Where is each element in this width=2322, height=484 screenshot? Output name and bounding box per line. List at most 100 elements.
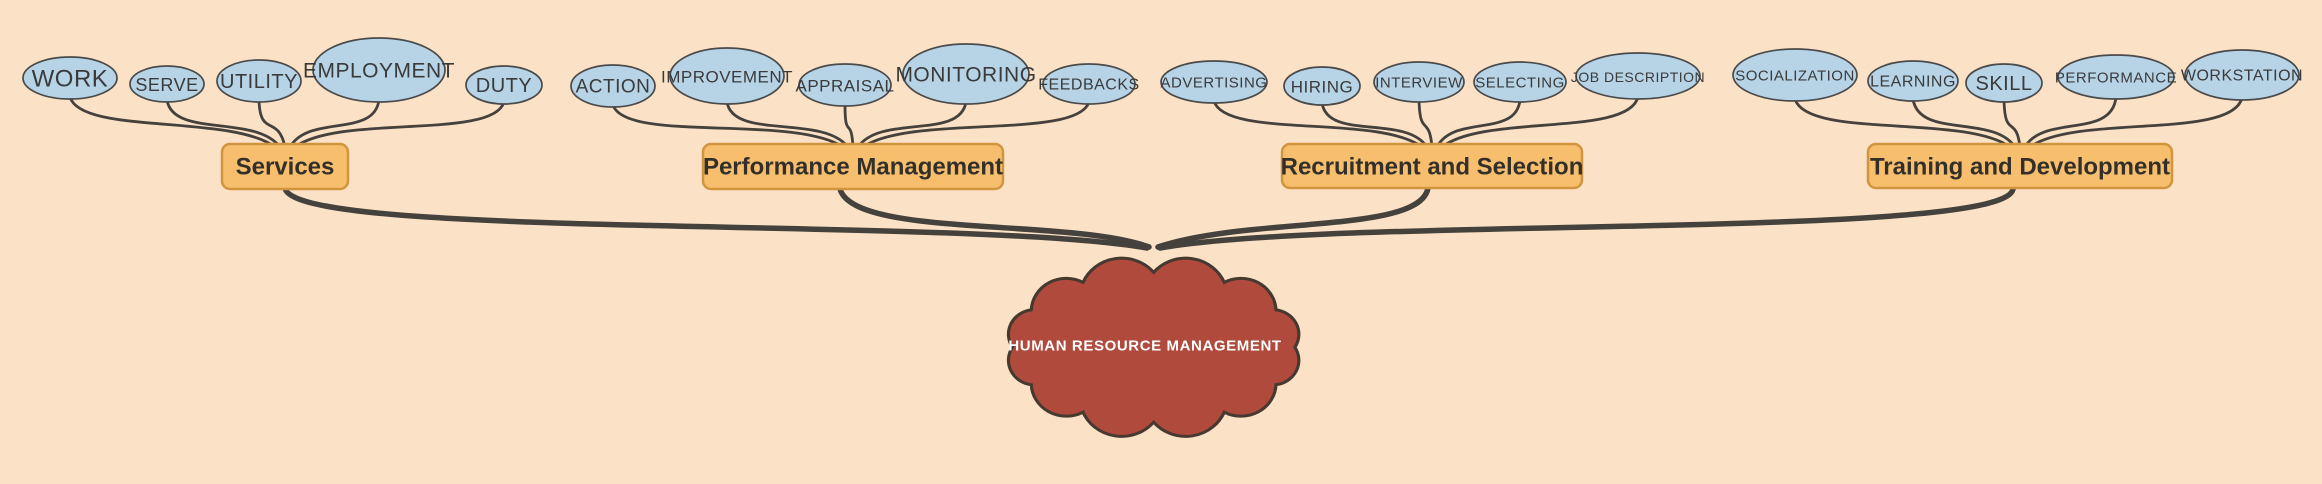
leaf-node-skill[interactable]: SKILL [1965, 63, 2043, 103]
leaf-connector-action [611, 103, 845, 149]
leaf-ellipse [129, 65, 205, 103]
leaf-label: ADVERTISING [1161, 75, 1268, 92]
leaf-connector-job-description [1440, 95, 1640, 149]
leaf-ellipse [1575, 52, 1701, 100]
leaf-node-employment[interactable]: EMPLOYMENT [303, 37, 455, 103]
leaf-connector-improvement [725, 100, 850, 149]
leaf-connector-interview [1417, 98, 1434, 149]
leaf-connector-selecting [1435, 98, 1522, 149]
branch-node-services[interactable]: Services [220, 142, 350, 191]
leaf-label: DUTY [476, 75, 532, 97]
leaf-node-utility[interactable]: UTILITY [216, 59, 302, 103]
leaf-ellipse [1160, 60, 1268, 104]
leaf-ellipse [1867, 60, 1959, 102]
leaf-label: IMPROVEMENT [661, 68, 793, 87]
leaf-ellipse [1965, 63, 2043, 103]
branch-label: Performance Management [703, 154, 1003, 181]
leaf-connector-hiring [1320, 101, 1429, 149]
branch-box [1866, 142, 2174, 190]
leaf-label: ACTION [576, 77, 651, 98]
leaf-label: UTILITY [220, 71, 298, 93]
leaf-node-socialization[interactable]: SOCIALIZATION [1732, 48, 1858, 102]
leaf-label: SKILL [1976, 73, 2033, 95]
leaf-ellipse [1473, 61, 1567, 103]
leaf-ellipse [1732, 48, 1858, 102]
leaf-connector-utility [257, 98, 287, 149]
branch-node-recruitment-and-selection[interactable]: Recruitment and Selection [1280, 142, 1584, 190]
leaf-label: SERVE [135, 75, 198, 95]
branch-label: Services [236, 154, 335, 181]
leaf-node-feedbacks[interactable]: FEEDBACKS [1038, 63, 1139, 105]
branch-node-performance-management[interactable]: Performance Management [701, 142, 1005, 191]
leaf-ellipse [216, 59, 302, 103]
leaf-label: EMPLOYMENT [303, 60, 455, 83]
leaf-node-selecting[interactable]: SELECTING [1473, 61, 1567, 103]
leaf-node-work[interactable]: WORK [22, 56, 118, 100]
leaf-node-hiring[interactable]: HIRING [1283, 66, 1361, 106]
leaf-connector-feedbacks [861, 100, 1091, 149]
leaf-label: JOB DESCRIPTION [1571, 69, 1705, 85]
leaf-ellipse [2184, 49, 2300, 101]
leaf-connector-duty [293, 100, 506, 149]
leaf-ellipse [798, 63, 892, 107]
connector-layer [68, 95, 2244, 251]
branch-box [701, 142, 1005, 191]
center-label: HUMAN RESOURCE MANAGEMENT [1008, 338, 1281, 355]
leaf-connector-monitoring [856, 100, 968, 149]
leaf-connector-workstation [2028, 96, 2244, 149]
leaf-label: WORKSTATION [2181, 68, 2303, 85]
leaf-ellipse [312, 37, 446, 103]
branch-connector-performance-management [837, 186, 1152, 250]
leaf-node-appraisal[interactable]: APPRAISAL [796, 63, 895, 107]
branch-connector-recruitment-and-selection [1155, 185, 1431, 250]
leaf-ellipse [22, 56, 118, 100]
branch-label: Recruitment and Selection [1281, 154, 1584, 181]
branch-label: Training and Development [1870, 154, 2170, 181]
leaf-node-advertising[interactable]: ADVERTISING [1160, 60, 1268, 104]
leaf-ellipse [570, 64, 656, 108]
leaf-label: SOCIALIZATION [1735, 68, 1855, 85]
leaf-node-monitoring[interactable]: MONITORING [895, 43, 1036, 105]
leaf-node-workstation[interactable]: WORKSTATION [2181, 49, 2303, 101]
leaf-connector-skill [2002, 98, 2022, 149]
leaf-label: FEEDBACKS [1038, 77, 1139, 94]
leaf-label: HIRING [1291, 78, 1354, 97]
branch-node-training-and-development[interactable]: Training and Development [1866, 142, 2174, 190]
branch-box [1280, 142, 1584, 190]
center-node[interactable]: HUMAN RESOURCE MANAGEMENT [1006, 256, 1301, 438]
leaf-label: MONITORING [895, 64, 1036, 87]
leaf-ellipse [1373, 61, 1465, 103]
leaf-node-serve[interactable]: SERVE [129, 65, 205, 103]
leaf-connector-work [68, 95, 277, 149]
leaf-node-job-description[interactable]: JOB DESCRIPTION [1571, 52, 1705, 100]
leaf-label: WORK [32, 66, 109, 93]
leaf-node-learning[interactable]: LEARNING [1867, 60, 1959, 102]
leaf-node-duty[interactable]: DUTY [465, 65, 543, 105]
leaf-ellipse [669, 47, 785, 105]
leaf-connector-appraisal [843, 102, 855, 149]
leaf-label: PERFORMANCE [2055, 70, 2177, 87]
leaf-label: SELECTING [1475, 75, 1565, 92]
leaf-connector-serve [165, 98, 282, 149]
leaf-ellipse [465, 65, 543, 105]
leaf-ellipse [902, 43, 1030, 105]
leaf-ellipse [1042, 63, 1136, 105]
leaf-node-action[interactable]: ACTION [570, 64, 656, 108]
leaf-connector-advertising [1212, 99, 1424, 149]
leaf-connector-performance [2023, 95, 2118, 149]
branch-connector-services [282, 185, 1150, 251]
leaf-ellipse [1283, 66, 1361, 106]
leaf-label: INTERVIEW [1375, 75, 1463, 92]
leaf-label: LEARNING [1870, 74, 1956, 91]
leaf-connector-employment [288, 98, 381, 149]
branch-connector-training-and-development [1157, 186, 2016, 251]
leaf-connector-socialization [1793, 97, 2012, 149]
leaf-label: APPRAISAL [796, 77, 895, 96]
leaf-node-performance[interactable]: PERFORMANCE [2055, 54, 2177, 100]
leaf-node-interview[interactable]: INTERVIEW [1373, 61, 1465, 103]
leaf-node-improvement[interactable]: IMPROVEMENT [661, 47, 793, 105]
cloud-shape [1006, 256, 1301, 438]
leaf-connector-learning [1911, 97, 2017, 149]
